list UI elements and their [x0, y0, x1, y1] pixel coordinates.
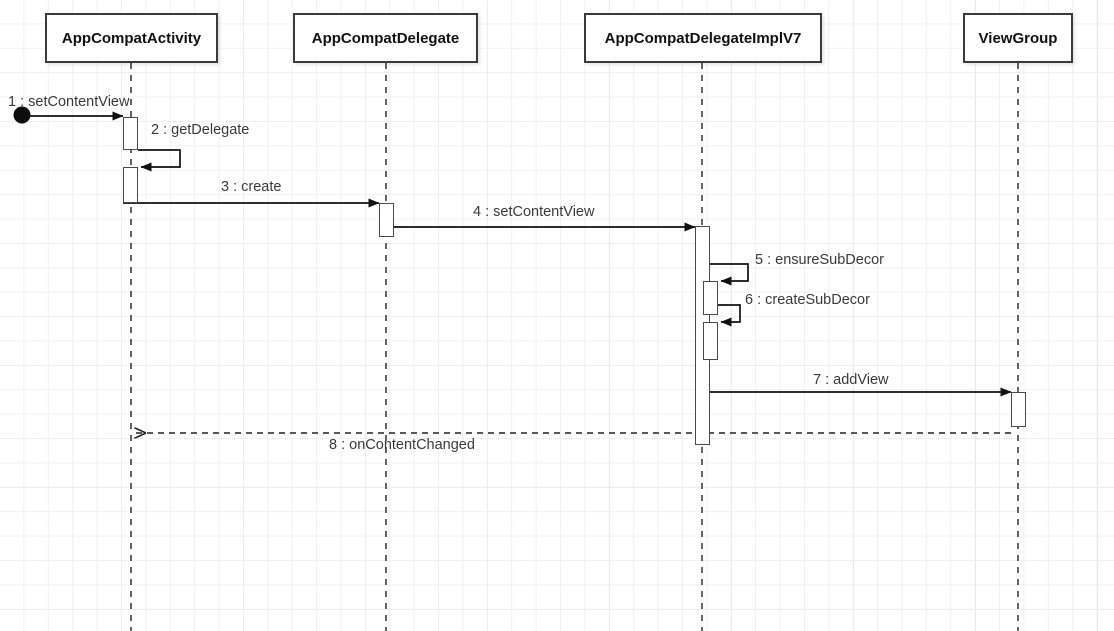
message-label-1: 1 : setContentView — [8, 94, 130, 110]
participant-box-viewgroup[interactable]: ViewGroup — [963, 13, 1073, 63]
participant-label-implv7: AppCompatDelegateImplV7 — [604, 29, 802, 47]
activation-bar-implv7-nested-2[interactable] — [703, 322, 718, 360]
activation-bar-implv7-nested-1[interactable] — [703, 281, 718, 315]
start-marker-dot — [13, 106, 31, 124]
participant-label-activity: AppCompatActivity — [61, 29, 202, 47]
participant-label-viewgroup: ViewGroup — [978, 29, 1058, 47]
message-label-8: 8 : onContentChanged — [329, 437, 475, 453]
participant-label-delegate: AppCompatDelegate — [311, 29, 460, 47]
activation-bar-delegate-1[interactable] — [379, 203, 394, 237]
participant-box-delegate[interactable]: AppCompatDelegate — [293, 13, 478, 63]
message-label-7: 7 : addView — [813, 372, 889, 388]
activation-bar-activity-1[interactable] — [123, 117, 138, 150]
participant-box-implv7[interactable]: AppCompatDelegateImplV7 — [584, 13, 822, 63]
activation-bar-viewgroup-1[interactable] — [1011, 392, 1026, 427]
message-label-5: 5 : ensureSubDecor — [755, 252, 884, 268]
participant-box-activity[interactable]: AppCompatActivity — [45, 13, 218, 63]
lifelines — [130, 63, 1019, 631]
message-6-arrow — [718, 304, 741, 327]
message-label-6: 6 : createSubDecor — [745, 292, 870, 308]
message-label-4: 4 : setContentView — [473, 204, 595, 220]
message-2-arrow — [138, 149, 181, 172]
message-label-2: 2 : getDelegate — [151, 122, 250, 138]
message-5-arrow — [710, 263, 749, 286]
message-label-3: 3 : create — [221, 179, 282, 195]
activation-bar-activity-2[interactable] — [123, 167, 138, 203]
